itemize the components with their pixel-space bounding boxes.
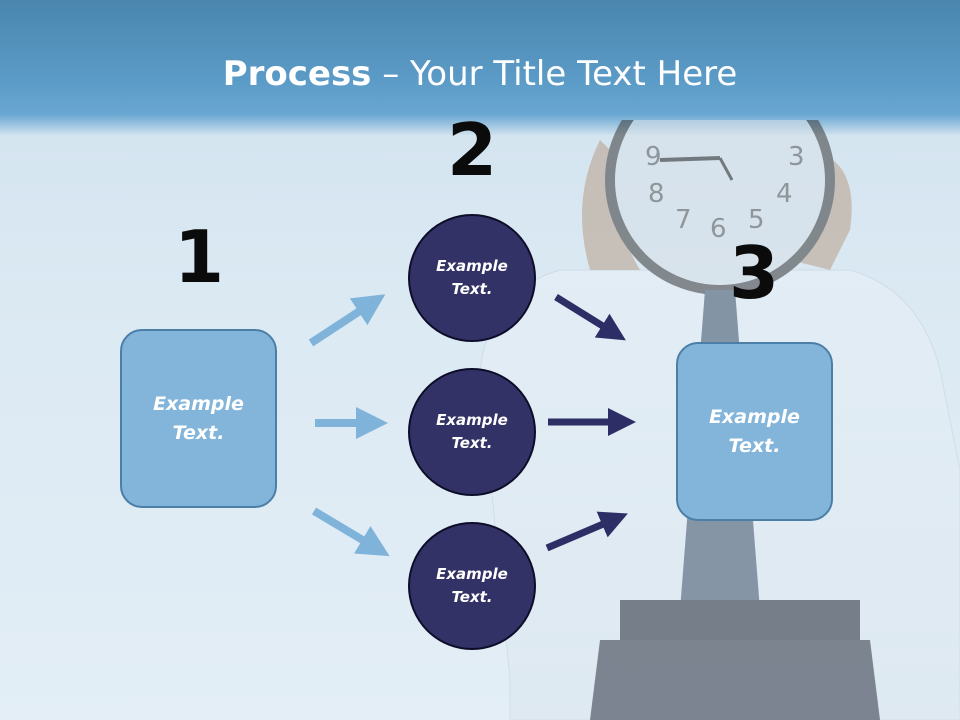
- svg-text:5: 5: [748, 205, 765, 235]
- svg-text:9: 9: [645, 142, 662, 172]
- circle-top: Example Text.: [408, 214, 536, 342]
- arrow-bottom-to-3: [545, 511, 628, 552]
- title-bold: Process: [222, 54, 372, 94]
- arrow-1-to-top: [308, 294, 386, 347]
- svg-text:6: 6: [710, 214, 727, 244]
- step-3-text: Example Text.: [709, 405, 800, 457]
- step-1-box: Example Text.: [120, 329, 277, 508]
- arrow-1-to-bottom: [311, 507, 390, 557]
- svg-text:7: 7: [675, 205, 692, 235]
- header-band: [0, 0, 960, 135]
- step-3-box: Example Text.: [676, 342, 833, 521]
- step-3-number: 3: [728, 231, 780, 315]
- svg-text:4: 4: [776, 179, 793, 209]
- step-2-number: 2: [446, 108, 498, 192]
- circle-bottom-text: Example Text.: [436, 565, 508, 606]
- circle-top-text: Example Text.: [436, 257, 508, 298]
- circle-middle: Example Text.: [408, 368, 536, 496]
- svg-text:8: 8: [648, 179, 665, 209]
- title-rest: – Your Title Text Here: [371, 54, 738, 94]
- slide-title: Process – Your Title Text Here: [0, 52, 960, 96]
- step-1-text: Example Text.: [153, 392, 244, 444]
- step-1-number: 1: [173, 215, 225, 299]
- circle-bottom: Example Text.: [408, 522, 536, 650]
- circle-middle-text: Example Text.: [436, 411, 508, 452]
- svg-text:3: 3: [788, 142, 805, 172]
- arrow-top-to-3: [554, 294, 626, 341]
